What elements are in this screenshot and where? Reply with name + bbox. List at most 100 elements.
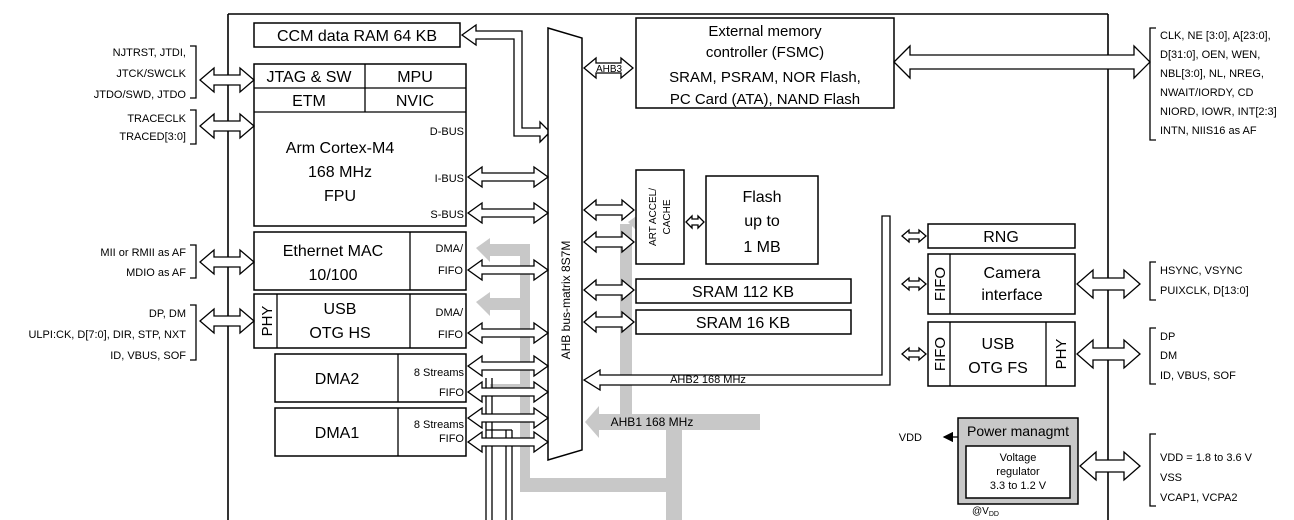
- sram112-arrow: [582, 278, 636, 302]
- fsmc-signal-2: D[31:0], OEN, WEN,: [1160, 49, 1260, 61]
- mpu-label: MPU: [397, 69, 433, 86]
- fsmc-subtitle: controller (FSMC): [706, 44, 824, 61]
- left-external-arrows: [199, 66, 255, 335]
- rng-label: RNG: [983, 229, 1019, 246]
- rng: RNG: [927, 223, 1076, 249]
- cpu-name: Arm Cortex-M4: [286, 140, 395, 157]
- ahb1-bus-left: [476, 238, 530, 480]
- fsmc-signal-4: NWAIT/IORDY, CD: [1160, 87, 1254, 99]
- usbfs-type: OTG FS: [968, 360, 1028, 377]
- dma1-fifo: FIFO: [439, 433, 464, 445]
- usbfs-phy-label: PHY: [1053, 339, 1070, 370]
- eth-ext-arrow: [199, 248, 255, 276]
- ahb-bus-matrix: AHB bus-matrix 8S7M: [547, 26, 583, 462]
- ahb1-label: AHB1 168 MHz: [611, 415, 694, 429]
- ibus-arrow: [466, 165, 550, 189]
- cortex-core: JTAG & SW MPU ETM NVIC Arm Cortex-M4 168…: [253, 63, 467, 227]
- usbhs-signal-1: DP, DM: [149, 308, 186, 320]
- power-signal-3: VCAP1, VCPA2: [1160, 492, 1237, 504]
- sram-16: SRAM 16 KB: [635, 309, 852, 335]
- power-ext-arrow: [1079, 450, 1141, 482]
- sram112-label: SRAM 112 KB: [692, 284, 794, 301]
- jtag-signal-2: JTCK/SWCLK: [116, 68, 186, 80]
- dma2: DMA2 8 Streams FIFO: [274, 353, 467, 403]
- ahb1-bus-bottom: [520, 478, 682, 492]
- usb-hs-dma-arrow: [476, 292, 520, 316]
- ahb3-arrow: [582, 56, 635, 80]
- dma2-arrow-1: [466, 354, 550, 378]
- dma2-arrow-2: [466, 380, 550, 404]
- trace-signal-1: TRACECLK: [127, 113, 186, 125]
- power-label: Power managmt: [967, 423, 1069, 439]
- usbhs-ext-arrow: [199, 307, 255, 335]
- dma1-arrow-1: [466, 406, 550, 430]
- usbfs-signal-3: ID, VBUS, SOF: [1160, 370, 1236, 382]
- regulator-label-1: Voltage: [1000, 452, 1037, 464]
- camera-interface: FIFO Camera interface: [927, 253, 1076, 315]
- sram-112: SRAM 112 KB: [635, 278, 852, 304]
- power-signal-2: VSS: [1160, 472, 1182, 484]
- camera-interface-label: interface: [981, 287, 1042, 304]
- ccm-label: CCM data RAM 64 KB: [277, 28, 437, 45]
- fsmc-signal-5: NIORD, IOWR, INT[2:3]: [1160, 106, 1277, 118]
- sbus-label: S-BUS: [430, 209, 464, 221]
- sram16-arrow: [582, 310, 636, 334]
- usbhs-name: USB: [324, 301, 357, 318]
- usbhs-signal-2: ULPI:CK, D[7:0], DIR, STP, NXT: [28, 329, 186, 341]
- camera-ext-arrow: [1076, 268, 1141, 300]
- vdd-out-label: VDD: [899, 432, 922, 444]
- regulator-label-2: regulator: [996, 466, 1040, 478]
- camera-label: Camera: [984, 265, 1041, 282]
- usbhs-type: OTG HS: [309, 325, 370, 342]
- jtag-signal-1: NJTRST, JTDI,: [113, 47, 186, 59]
- usbfs-ext-arrow: [1076, 338, 1141, 370]
- flash-upto: up to: [744, 213, 780, 230]
- nvic-label: NVIC: [396, 93, 434, 110]
- dma1-streams: 8 Streams: [414, 419, 465, 431]
- eth-speed: 10/100: [309, 267, 358, 284]
- regulator-range: 3.3 to 1.2 V: [990, 480, 1047, 492]
- left-bus-arrows: [466, 165, 550, 454]
- dma2-label: DMA2: [315, 371, 360, 388]
- usbfs-name: USB: [982, 336, 1015, 353]
- art-arrow-2: [582, 230, 636, 254]
- usbfs-fifo-label: FIFO: [932, 337, 949, 371]
- fsmc-types-2: PC Card (ATA), NAND Flash: [670, 91, 860, 108]
- flash-size: 1 MB: [743, 239, 780, 256]
- usbhs-fifo-label: FIFO: [438, 329, 463, 341]
- dma-vertical-lines: [485, 378, 513, 520]
- eth-dma-label: DMA/: [436, 243, 464, 255]
- ahb1-bus-down: [666, 430, 682, 520]
- vdd-at-label: @VDD: [972, 506, 999, 518]
- eth-signal-1: MII or RMII as AF: [100, 247, 186, 259]
- sbus-arrow: [466, 201, 550, 225]
- camera-signal-1: HSYNC, VSYNC: [1160, 265, 1243, 277]
- fsmc-types-1: SRAM, PSRAM, NOR Flash,: [669, 69, 861, 86]
- camera-arrow: [901, 276, 927, 292]
- eth-name: Ethernet MAC: [283, 243, 383, 260]
- fsmc-title: External memory: [708, 23, 822, 40]
- flash-arrow: [685, 214, 705, 230]
- ibus-label: I-BUS: [435, 173, 464, 185]
- trace-signal-2: TRACED[3:0]: [119, 131, 186, 143]
- usbhs-fifo-arrow: [466, 321, 550, 345]
- dbus-label: D-BUS: [430, 126, 464, 138]
- eth-fifo-label: FIFO: [438, 265, 463, 277]
- camera-fifo-label: FIFO: [932, 267, 949, 301]
- usbfs-arrow: [901, 346, 927, 362]
- usbhs-signal-3: ID, VBUS, SOF: [110, 350, 186, 362]
- rng-arrow: [901, 228, 927, 244]
- usb-otg-hs: PHY USB OTG HS DMA/ FIFO: [253, 293, 467, 349]
- dma2-streams: 8 Streams: [414, 367, 465, 379]
- power-management: Power managmt Voltage regulator 3.3 to 1…: [957, 417, 1079, 505]
- ahb2-label: AHB2 168 MHz: [670, 374, 746, 386]
- right-signal-labels: CLK, NE [3:0], A[23:0], D[31:0], OEN, WE…: [1160, 30, 1277, 504]
- flash-label: Flash: [742, 189, 781, 206]
- dma1-label: DMA1: [315, 425, 360, 442]
- fsmc-signal-1: CLK, NE [3:0], A[23:0],: [1160, 30, 1271, 42]
- jtag-signal-3: JTDO/SWD, JTDO: [94, 89, 187, 101]
- dma1-arrow-2: [466, 430, 550, 454]
- trace-ext-arrow: [199, 112, 255, 140]
- ahb3-label: AHB3: [596, 64, 623, 75]
